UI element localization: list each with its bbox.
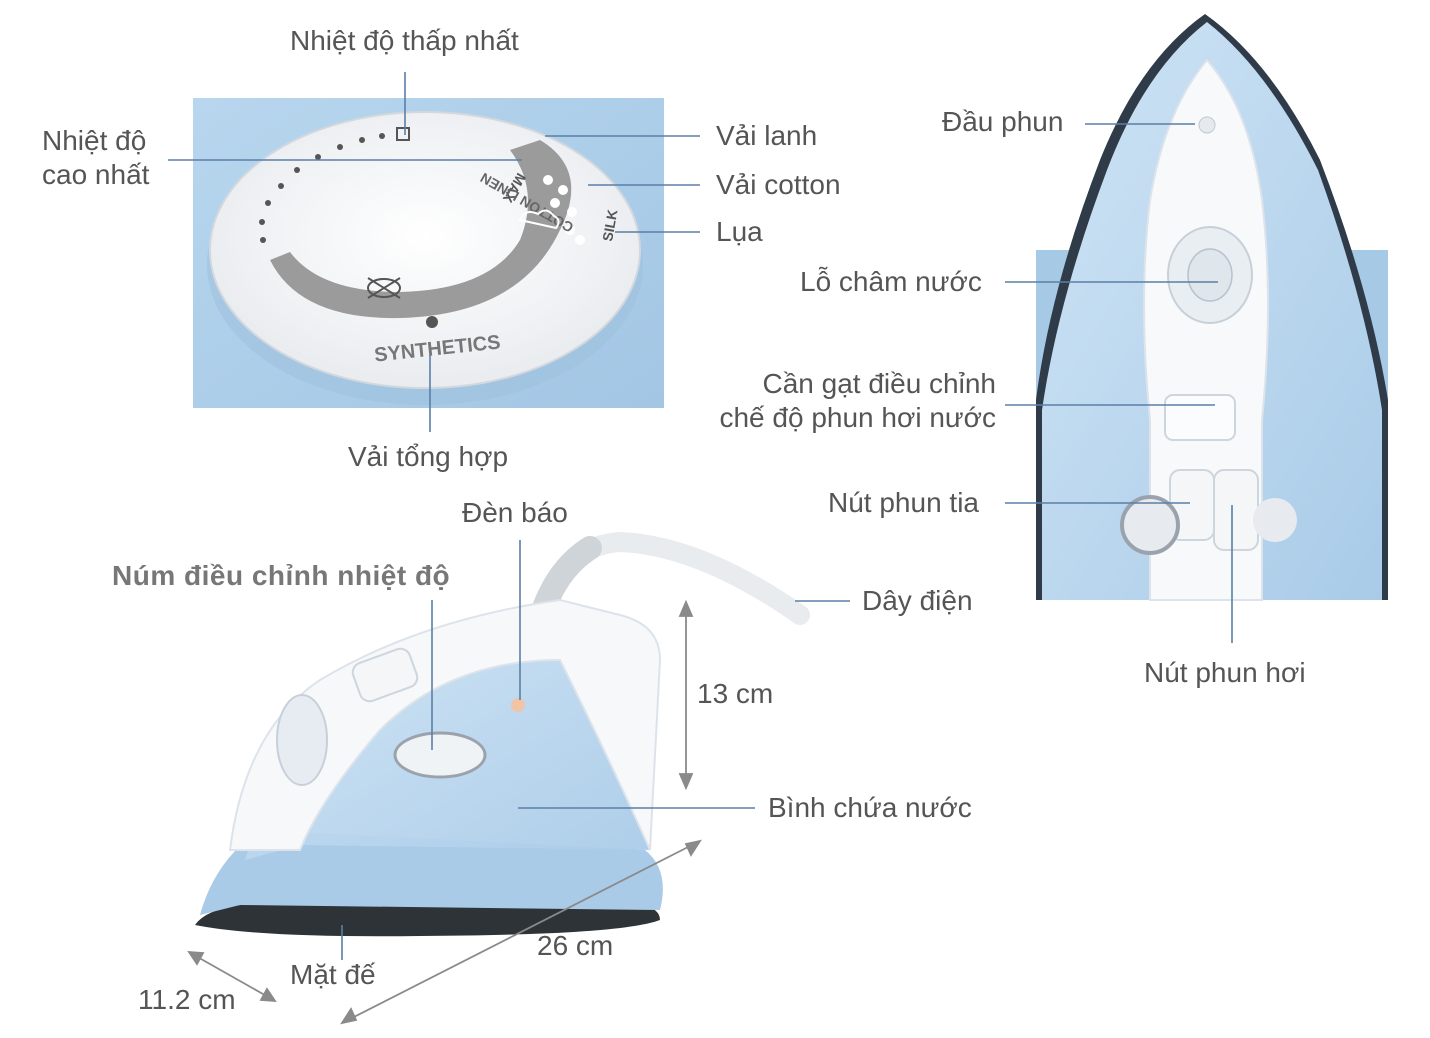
dimension-arrows — [187, 599, 702, 1025]
spray-nozzle-tip — [1198, 116, 1216, 134]
label-width: 11.2 cm — [138, 984, 236, 1015]
steam-cloud-icon — [518, 209, 560, 230]
iron-side-view — [195, 531, 810, 937]
dial-setting-dots — [543, 175, 585, 245]
label-water-tank: Bình chứa nước — [768, 792, 972, 823]
water-inlet-hole — [1187, 248, 1233, 302]
label-steam-button: Nút phun hơi — [1144, 657, 1306, 688]
steam-button — [1213, 469, 1259, 551]
length-dimension-line — [347, 843, 695, 1021]
top-view-dial-right — [1253, 498, 1297, 542]
label-soleplate: Mặt đế — [290, 959, 376, 990]
label-steam-lever: Cần gạt điều chỉnh chế độ phun hơi nước — [700, 367, 996, 434]
dial-dots — [259, 133, 438, 328]
side-soleplate — [195, 905, 660, 937]
label-height: 13 cm — [697, 678, 774, 709]
iron-top-view — [1036, 14, 1388, 601]
label-spray-button: Nút phun tia — [828, 487, 979, 518]
top-view-dial — [1120, 495, 1180, 555]
dial-setting-arc — [270, 140, 572, 319]
width-arrow-end — [259, 987, 277, 1003]
dial-closeup: SYNTHETICS MAX COTTON LINEN SILK — [193, 98, 664, 408]
label-spray-nozzle: Đầu phun — [942, 106, 1064, 137]
synthetic-symbol-icon — [367, 277, 401, 299]
label-min-temp: Nhiệt độ thấp nhất — [290, 25, 519, 56]
label-power-cord: Dây điện — [862, 585, 973, 616]
label-silk: Lụa — [716, 216, 763, 247]
side-water-inlet — [276, 694, 328, 786]
label-water-inlet: Lỗ châm nước — [800, 266, 982, 297]
length-arrow-start — [340, 1007, 358, 1025]
label-cotton: Vải cotton — [716, 169, 841, 200]
height-arrow-bottom — [678, 773, 694, 791]
steam-lever — [1164, 394, 1236, 441]
width-arrow-start — [187, 950, 205, 966]
label-synthetic: Vải tổng hợp — [348, 441, 509, 472]
label-max-temp: Nhiệt độ cao nhất — [42, 124, 149, 191]
label-linen: Vải lanh — [716, 120, 818, 151]
indicator-light-dot — [511, 698, 525, 712]
label-max-temp-line2: cao nhất — [42, 158, 150, 190]
top-view-handle — [1143, 58, 1269, 601]
side-steam-lever — [351, 647, 419, 703]
leader-lines — [168, 72, 1233, 960]
length-arrow-end — [684, 839, 702, 857]
label-length: 26 cm — [537, 930, 614, 961]
dial-print-silk: SILK — [599, 208, 620, 242]
min-temp-icon — [396, 127, 410, 141]
width-dimension-line — [193, 954, 271, 999]
label-steam-lever-line1: Cần gạt điều chỉnh — [762, 368, 996, 399]
label-steam-lever-line2: chế độ phun hơi nước — [719, 401, 996, 433]
label-indicator-light: Đèn báo — [462, 497, 568, 528]
side-body-base — [200, 830, 663, 915]
side-temp-knob — [393, 731, 487, 779]
label-max-temp-line1: Nhiệt độ — [42, 125, 147, 156]
label-temp-knob: Núm điều chỉnh nhiệt độ — [112, 560, 451, 591]
height-arrow-top — [678, 599, 694, 617]
